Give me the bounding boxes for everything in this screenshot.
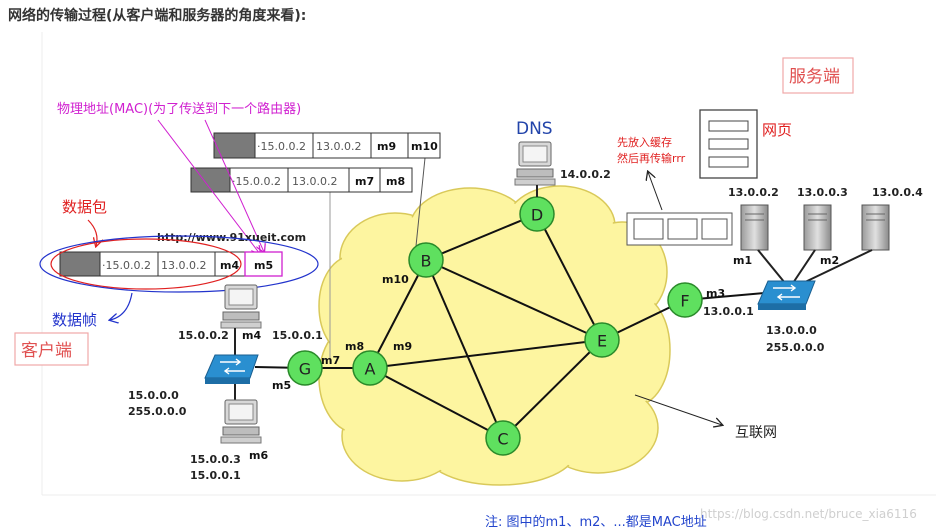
client-side-label: 客户端	[21, 341, 72, 361]
frame-2: ·15.0.0.2 13.0.0.2 m7 m8	[190, 167, 413, 193]
frame-label: 数据帧	[52, 311, 97, 329]
port-m2: m2	[820, 254, 839, 267]
frame-arrow	[110, 292, 133, 320]
router-b-label: B	[421, 252, 432, 271]
client-side-box	[14, 332, 89, 366]
cache-note-line1: 先放入缓存	[617, 135, 672, 149]
server-gateway-ip: 13.0.0.1	[703, 305, 754, 318]
port-m6: m6	[249, 449, 268, 462]
client-pc-top-ip: 15.0.0.2	[178, 329, 229, 342]
frame-2-mac-a: m7	[355, 175, 374, 188]
frame1-pointer-line	[415, 157, 426, 247]
internet-label: 互联网	[735, 425, 777, 441]
port-m7: m7	[321, 354, 340, 367]
router-e-label: E	[597, 332, 607, 351]
server-links	[757, 249, 873, 284]
router-f: F	[667, 282, 703, 318]
client-network: 15.0.0.0	[128, 389, 179, 402]
router-b: B	[408, 242, 444, 278]
server-3-icon	[861, 204, 890, 251]
frame-3: ·15.0.0.2 13.0.0.2 m4 m5	[59, 251, 283, 277]
packet-ellipse	[50, 238, 242, 290]
mac-note-arrow-2	[204, 119, 264, 252]
frame-1-mac-b: m10	[411, 140, 438, 153]
server-2-icon	[803, 204, 832, 251]
frame-2-mac-b: m8	[386, 175, 405, 188]
client-pc-top	[220, 284, 262, 329]
cache-arrow	[648, 172, 663, 211]
server-1-ip: 13.0.0.2	[728, 186, 779, 199]
footnote: 注: 图中的m1、m2、...都是MAC地址	[485, 514, 707, 530]
client-mask: 255.0.0.0	[128, 405, 187, 418]
server-1-icon	[740, 204, 769, 251]
packet-arrow	[87, 219, 97, 246]
router-c-label: C	[497, 430, 508, 449]
router-d: D	[519, 196, 555, 232]
port-m3: m3	[706, 287, 725, 300]
frame-3-mac-b: m5	[254, 259, 273, 272]
server-mask: 255.0.0.0	[766, 341, 825, 354]
cache-note-line2: 然后再传输rrr	[617, 151, 686, 165]
webpage-document-icon	[699, 109, 758, 179]
router-g: G	[287, 350, 323, 386]
frame-1-src-ip: ·15.0.0.2	[257, 140, 306, 153]
client-pc-bottom-gateway: 15.0.0.1	[190, 469, 241, 482]
frame-1: ·15.0.0.2 13.0.0.2 m9 m10	[213, 132, 441, 159]
port-m4: m4	[242, 329, 261, 342]
router-c: C	[485, 420, 521, 456]
client-switch	[204, 354, 259, 384]
frame-1-mac-a: m9	[377, 140, 396, 153]
port-m5: m5	[272, 379, 291, 392]
frame-3-mac-a: m4	[220, 259, 239, 272]
client-gateway-ip: 15.0.0.1	[272, 329, 323, 342]
webpage-label: 网页	[762, 121, 792, 139]
watermark: https://blog.csdn.net/bruce_xia6116	[700, 507, 917, 521]
frame-2-src-ip: ·15.0.0.2	[232, 175, 281, 188]
dns-label: DNS	[516, 119, 553, 139]
frame-2-dst-ip: 13.0.0.2	[292, 175, 337, 188]
router-a-label: A	[365, 360, 376, 379]
server-network: 13.0.0.0	[766, 324, 817, 337]
frame-1-dst-ip: 13.0.0.2	[316, 140, 361, 153]
server-side-box	[782, 57, 854, 94]
mac-note-arrow-1	[157, 119, 260, 254]
router-f-label: F	[680, 292, 689, 311]
server-2-ip: 13.0.0.3	[797, 186, 848, 199]
packet-label: 数据包	[62, 198, 107, 216]
port-m8: m8	[345, 340, 364, 353]
mac-address-note: 物理地址(MAC)(为了传送到下一个路由器)	[57, 101, 301, 117]
port-m9: m9	[393, 340, 412, 353]
dns-server-pc	[514, 141, 556, 186]
port-m1: m1	[733, 254, 752, 267]
page-heading: 网络的传输过程(从客户端和服务器的角度来看):	[8, 7, 306, 24]
dns-ip: 14.0.0.2	[560, 168, 611, 181]
router-a: A	[352, 350, 388, 386]
router-e: E	[584, 322, 620, 358]
buffer-box	[626, 212, 733, 246]
frame-3-src-ip: ·15.0.0.2	[102, 259, 151, 272]
port-m10: m10	[382, 273, 409, 286]
server-switch	[757, 280, 816, 310]
client-pc-bottom	[220, 399, 262, 444]
client-pc-bottom-ip: 15.0.0.3	[190, 453, 241, 466]
server-side-label: 服务端	[789, 67, 840, 87]
router-d-label: D	[531, 206, 543, 225]
internet-arrow	[634, 394, 722, 425]
frame-ellipse	[39, 235, 319, 293]
router-g-label: G	[299, 360, 311, 379]
server-3-ip: 13.0.0.4	[872, 186, 923, 199]
internet-cloud	[318, 185, 671, 486]
frame-3-dst-ip: 13.0.0.2	[161, 259, 206, 272]
